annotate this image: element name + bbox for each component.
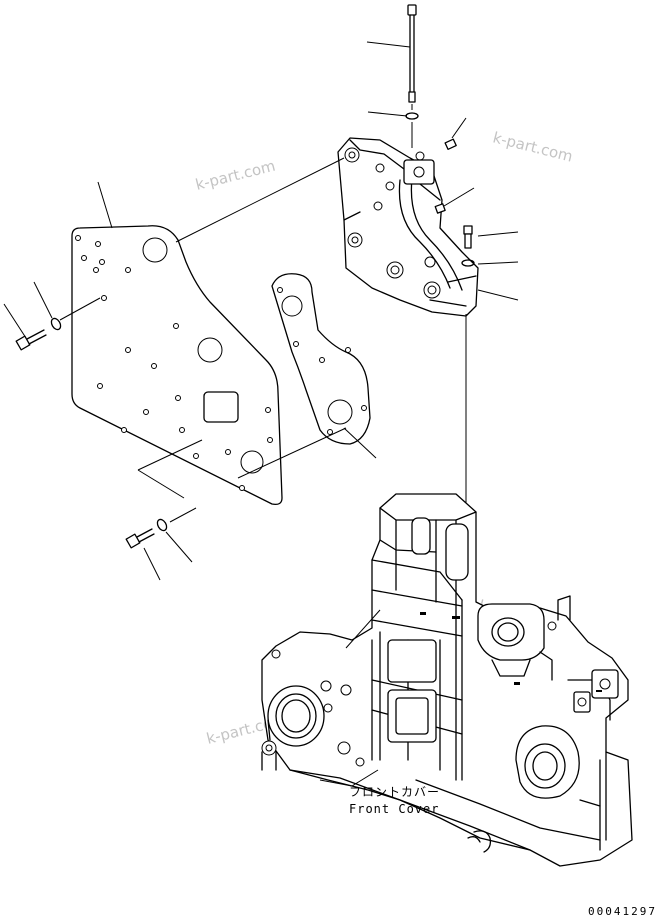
leader-line [477,231,519,237]
assembly-line [59,297,101,321]
washer-right [461,259,475,267]
washer-lower [156,518,168,532]
part-label-jp: フロントカバー [349,785,440,799]
leader-line [343,427,377,459]
watermark-top-left: k-part.com [194,157,278,194]
bolt-small [463,225,473,249]
bolt-lower [125,528,155,549]
assembly-line [237,427,347,479]
drawing-code: 00041297 [588,905,657,918]
leader-line [477,261,519,265]
assembly-line [345,609,381,649]
leader-line [443,187,475,207]
assembly-line [175,157,345,243]
part-label-en: Front Cover [349,802,439,816]
snap-ring [473,830,492,853]
leader-line [143,547,161,581]
leader-line [477,289,519,301]
long-bolt [407,4,417,103]
leader-line [165,531,193,563]
leader-line [3,303,27,339]
front-cover [261,493,633,867]
bracket [337,137,479,317]
leader-line [97,181,113,229]
leader-line [451,117,467,139]
leader-line [33,281,53,319]
set-screw [444,138,457,150]
bolt-left [15,329,47,351]
washer-top [405,112,419,120]
leader-line [367,111,408,117]
assembly-line [169,507,197,523]
assembly-line [137,439,203,471]
assembly-line [351,769,379,787]
gasket [271,273,371,445]
watermark-top-right: k-part.com [491,128,575,165]
washer-left [50,317,62,331]
assembly-line [319,779,353,787]
assembly-line [137,469,185,499]
snap-ring [467,836,481,843]
leader-line [366,41,411,48]
cover-plate [71,225,283,506]
set-screw-2 [434,203,446,214]
